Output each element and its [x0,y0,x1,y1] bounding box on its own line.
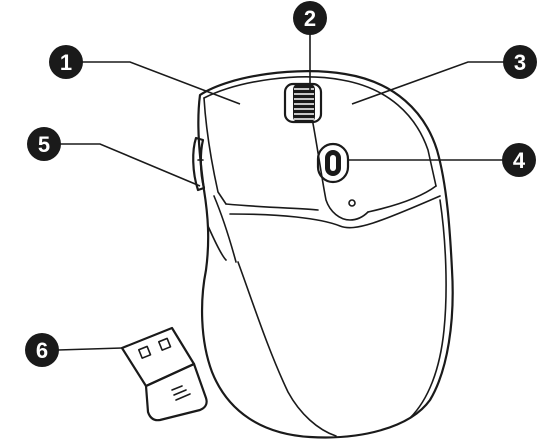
left-button-edge [203,97,227,205]
side-grip [213,195,237,263]
usb-receiver [120,326,208,422]
body-curve-left [237,261,337,437]
callout-2-label: 2 [304,6,316,31]
callout-3: 3 [503,45,537,79]
dpi-button [316,142,350,184]
callout-5: 5 [27,127,61,161]
callout-4-label: 4 [513,148,526,173]
callout-6-label: 6 [36,338,48,363]
leader-lines [57,24,515,351]
callout-1: 1 [49,45,83,79]
led-indicator [348,199,356,207]
callout-6: 6 [25,333,59,367]
callout-3-label: 3 [514,50,526,75]
body-curve-right [409,199,447,419]
side-grip-lower [207,225,227,261]
button-front-ridge-right [367,185,437,213]
callout-4: 4 [502,143,536,177]
button-front-ridge [225,203,319,211]
callout-1-label: 1 [60,50,72,75]
mouse-outer-shell [197,70,454,439]
side-buttons [192,136,206,192]
callout-5-label: 5 [38,132,50,157]
body-ridge [229,195,441,229]
mouse-top-outline [203,76,437,187]
mouse-illustration [192,70,454,439]
scroll-wheel [283,82,323,124]
callout-2: 2 [293,1,327,35]
